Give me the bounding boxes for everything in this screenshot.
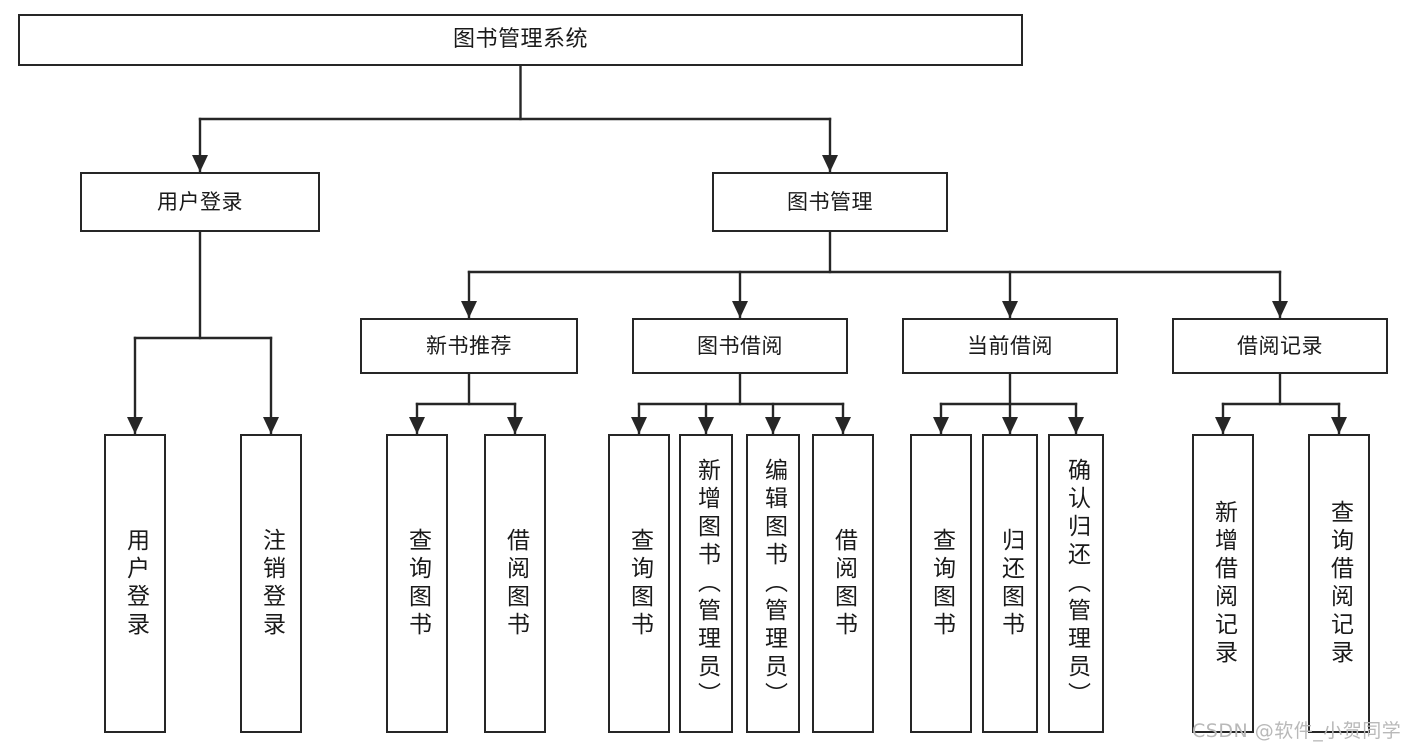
node-label: 查询图书 <box>928 527 955 640</box>
node-leaf-user-logout[interactable]: 注销登录 <box>240 434 302 733</box>
node-bookmgr[interactable]: 图书管理 <box>712 172 948 232</box>
arrowhead-icon <box>698 417 714 434</box>
arrowhead-icon <box>1068 417 1084 434</box>
node-current[interactable]: 当前借阅 <box>902 318 1118 374</box>
arrowhead-icon <box>822 155 838 172</box>
node-label: 查询图书 <box>404 527 431 640</box>
node-label: 新增借阅记录 <box>1210 499 1237 668</box>
node-label: 用户登录 <box>122 527 149 640</box>
arrowhead-icon <box>192 155 208 172</box>
node-label: 借阅记录 <box>1237 333 1323 358</box>
node-label: 当前借阅 <box>967 333 1053 358</box>
node-label: 新书推荐 <box>426 333 512 358</box>
arrowhead-icon <box>1002 417 1018 434</box>
node-label: 图书管理 <box>787 189 873 214</box>
arrowhead-icon <box>1331 417 1347 434</box>
node-label: 借阅图书 <box>502 527 529 640</box>
node-label: 编辑图书（管理员） <box>760 457 787 710</box>
node-root[interactable]: 图书管理系统 <box>18 14 1023 66</box>
node-borrow[interactable]: 图书借阅 <box>632 318 848 374</box>
node-label: 归还图书 <box>997 527 1024 640</box>
node-newbook[interactable]: 新书推荐 <box>360 318 578 374</box>
node-leaf-cu-return[interactable]: 归还图书 <box>982 434 1038 733</box>
node-leaf-nb-query[interactable]: 查询图书 <box>386 434 448 733</box>
node-label: 查询借阅记录 <box>1326 499 1353 668</box>
arrowhead-icon <box>127 417 143 434</box>
arrowhead-icon <box>1272 301 1288 318</box>
node-label: 借阅图书 <box>830 527 857 640</box>
node-label: 新增图书（管理员） <box>693 457 720 710</box>
node-leaf-bo-lend[interactable]: 借阅图书 <box>812 434 874 733</box>
node-leaf-nb-borrow[interactable]: 借阅图书 <box>484 434 546 733</box>
node-label: 确认归还（管理员） <box>1063 457 1090 710</box>
node-login[interactable]: 用户登录 <box>80 172 320 232</box>
arrowhead-icon <box>835 417 851 434</box>
node-leaf-bo-edit[interactable]: 编辑图书（管理员） <box>746 434 800 733</box>
node-label: 注销登录 <box>258 527 285 640</box>
node-label: 用户登录 <box>157 189 243 214</box>
arrowhead-icon <box>631 417 647 434</box>
arrowhead-icon <box>409 417 425 434</box>
node-leaf-cu-confirm[interactable]: 确认归还（管理员） <box>1048 434 1104 733</box>
node-leaf-bo-query[interactable]: 查询图书 <box>608 434 670 733</box>
node-leaf-cu-query[interactable]: 查询图书 <box>910 434 972 733</box>
node-leaf-re-query[interactable]: 查询借阅记录 <box>1308 434 1370 733</box>
arrowhead-icon <box>732 301 748 318</box>
arrowhead-icon <box>765 417 781 434</box>
arrowhead-icon <box>1002 301 1018 318</box>
node-label: 图书管理系统 <box>452 27 588 53</box>
node-leaf-bo-add[interactable]: 新增图书（管理员） <box>679 434 733 733</box>
arrowhead-icon <box>1215 417 1231 434</box>
arrowhead-icon <box>933 417 949 434</box>
node-leaf-user-login[interactable]: 用户登录 <box>104 434 166 733</box>
node-label: 查询图书 <box>626 527 653 640</box>
arrowhead-icon <box>507 417 523 434</box>
node-leaf-re-add[interactable]: 新增借阅记录 <box>1192 434 1254 733</box>
arrowhead-icon <box>461 301 477 318</box>
node-records[interactable]: 借阅记录 <box>1172 318 1388 374</box>
node-label: 图书借阅 <box>697 333 783 358</box>
csdn-watermark: CSDN @软件_小贺同学 <box>1192 720 1402 742</box>
arrowhead-icon <box>263 417 279 434</box>
